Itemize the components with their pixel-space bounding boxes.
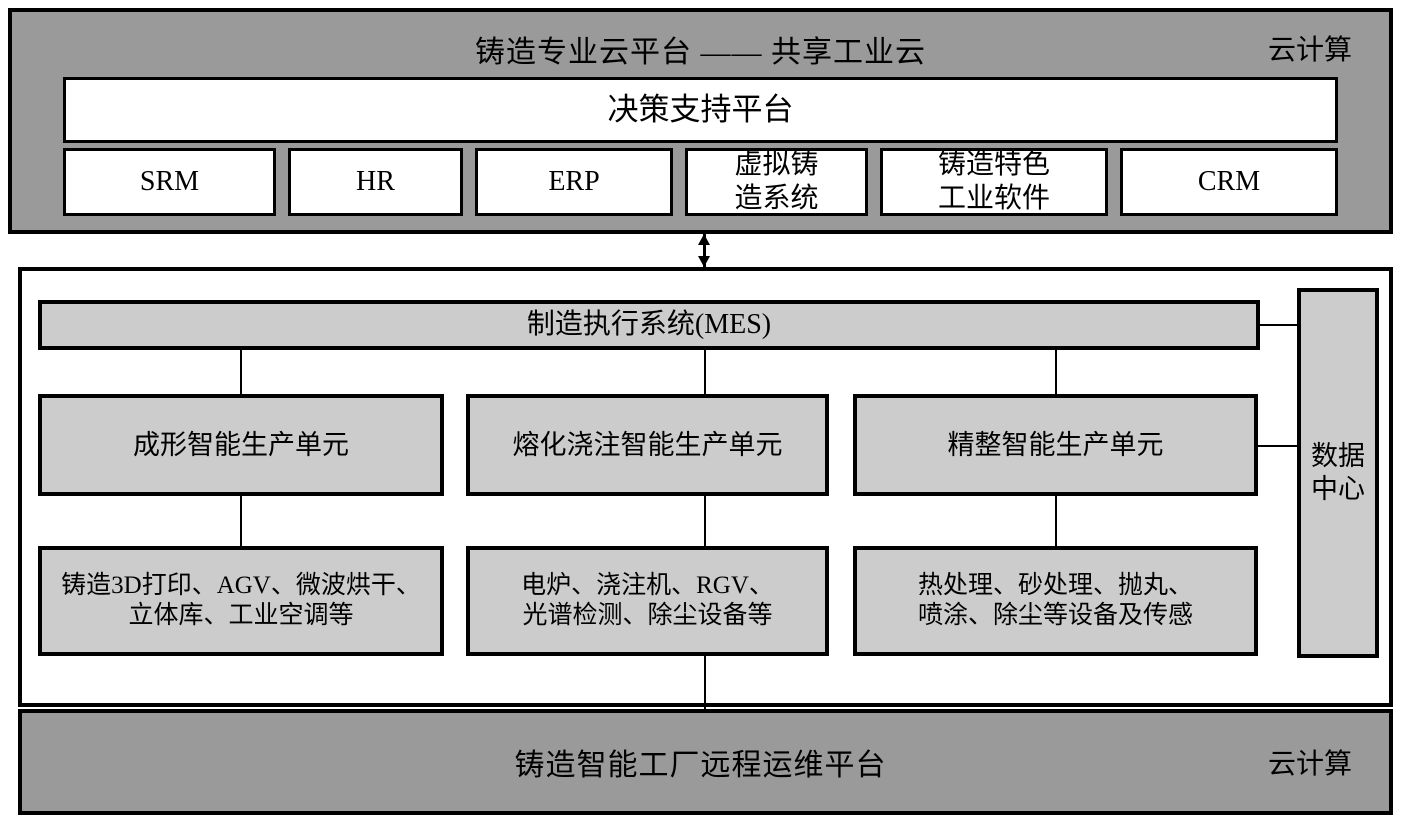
production-unit-card-finishing[interactable]: 精整智能生产单元: [853, 394, 1258, 496]
cloud-factory-connector-arrow-down: [698, 256, 710, 267]
equipment-card-finishing[interactable]: 热处理、砂处理、抛丸、 喷涂、除尘等设备及传感: [853, 546, 1258, 656]
connector-mes-to-finishing-unit: [1055, 350, 1057, 394]
app-card-erp[interactable]: ERP: [475, 148, 673, 216]
equipment-label-finishing: 热处理、砂处理、抛丸、 喷涂、除尘等设备及传感: [917, 571, 1193, 630]
production-unit-card-forming[interactable]: 成形智能生产单元: [38, 394, 444, 496]
equipment-card-forming[interactable]: 铸造3D打印、AGV、微波烘干、 立体库、工业空调等: [38, 546, 444, 656]
app-label-erp: ERP: [548, 165, 600, 197]
connector-factory-to-remote-platform: [704, 656, 706, 711]
app-card-virtual-casting-system[interactable]: 虚拟铸 造系统: [685, 148, 868, 216]
remote-ops-title: 铸造智能工厂远程运维平台: [514, 749, 887, 782]
production-unit-card-melting-pouring[interactable]: 熔化浇注智能生产单元: [466, 394, 829, 496]
data-center-label: 数据 中心: [1311, 441, 1365, 504]
equipment-card-melting-pouring[interactable]: 电炉、浇注机、RGV、 光谱检测、除尘设备等: [466, 546, 829, 656]
production-unit-label-forming: 成形智能生产单元: [133, 429, 349, 460]
connector-finishing-unit-to-equipment: [1055, 496, 1057, 546]
app-label-crm: CRM: [1197, 165, 1261, 197]
app-label-srm: SRM: [139, 165, 200, 197]
connector-melting-unit-to-equipment: [704, 496, 706, 546]
cloud-computing-label-top: 云计算: [1268, 35, 1353, 66]
mes-card[interactable]: 制造执行系统(MES): [38, 300, 1260, 350]
cloud-factory-connector-arrow-up: [698, 234, 710, 245]
decision-support-platform-label: 决策支持平台: [607, 92, 794, 128]
cloud-computing-label-bottom: 云计算: [1268, 749, 1353, 780]
production-unit-label-finishing: 精整智能生产单元: [947, 429, 1164, 460]
app-card-casting-industrial-software[interactable]: 铸造特色 工业软件: [880, 148, 1108, 216]
connector-forming-unit-to-equipment: [240, 496, 242, 546]
connector-finishing-unit-to-data-center: [1258, 445, 1297, 447]
cloud-factory-connector-shaft: [703, 234, 706, 267]
equipment-label-melting-pouring: 电炉、浇注机、RGV、 光谱检测、除尘设备等: [521, 571, 774, 630]
app-card-srm[interactable]: SRM: [63, 148, 276, 216]
connector-mes-to-data-center: [1260, 324, 1297, 326]
mes-label: 制造执行系统(MES): [526, 308, 772, 340]
app-card-hr[interactable]: HR: [288, 148, 463, 216]
app-label-hr: HR: [356, 165, 395, 197]
equipment-label-forming: 铸造3D打印、AGV、微波烘干、 立体库、工业空调等: [61, 571, 421, 630]
remote-ops-band: [18, 709, 1393, 815]
data-center-card[interactable]: 数据 中心: [1297, 288, 1379, 658]
connector-mes-to-forming-unit: [240, 350, 242, 394]
production-unit-label-melting-pouring: 熔化浇注智能生产单元: [512, 429, 783, 460]
cloud-platform-title: 铸造专业云平台 —— 共享工业云: [475, 36, 926, 69]
app-label-casting-industrial-software: 铸造特色 工业软件: [937, 148, 1050, 214]
app-label-virtual-casting-system: 虚拟铸 造系统: [734, 148, 819, 214]
decision-support-platform-card[interactable]: 决策支持平台: [63, 77, 1338, 143]
app-card-crm[interactable]: CRM: [1120, 148, 1338, 216]
connector-mes-to-melting-unit: [704, 350, 706, 394]
